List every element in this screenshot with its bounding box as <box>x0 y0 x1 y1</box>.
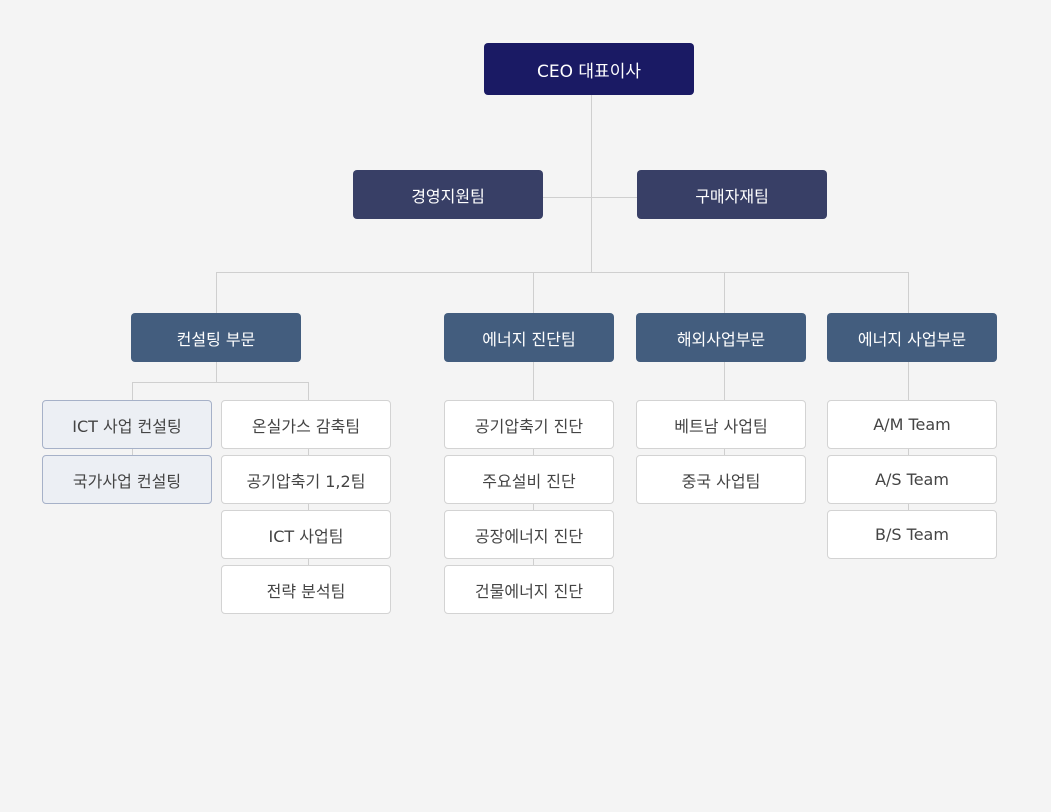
connector-consulting-down <box>216 361 217 383</box>
connector-ceo-trunk <box>591 95 592 273</box>
team-strategy-analysis: 전략 분석팀 <box>221 565 391 614</box>
connector-support-horizontal <box>543 197 637 198</box>
team-ict-business: ICT 사업팀 <box>221 510 391 559</box>
connector-division-4-drop <box>908 272 909 314</box>
team-am: A/M Team <box>827 400 997 449</box>
division-energy-business: 에너지 사업부문 <box>827 313 997 362</box>
division-energy-diagnosis: 에너지 진단팀 <box>444 313 614 362</box>
team-air-compressor: 공기압축기 1,2팀 <box>221 455 391 504</box>
ceo-box: CEO 대표이사 <box>484 43 694 95</box>
connector-division-2-drop <box>533 272 534 314</box>
support-team-management: 경영지원팀 <box>353 170 543 219</box>
connector-division-1-drop <box>216 272 217 314</box>
team-ghg-reduction: 온실가스 감축팀 <box>221 400 391 449</box>
support-team-procurement: 구매자재팀 <box>637 170 827 219</box>
connector-consulting-split <box>132 382 309 383</box>
connector-division-3-drop <box>724 272 725 314</box>
team-ict-consulting: ICT 사업 컨설팅 <box>42 400 212 449</box>
team-as: A/S Team <box>827 455 997 504</box>
team-equipment-diagnosis: 주요설비 진단 <box>444 455 614 504</box>
team-national-consulting: 국가사업 컨설팅 <box>42 455 212 504</box>
division-overseas: 해외사업부문 <box>636 313 806 362</box>
team-building-diagnosis: 건물에너지 진단 <box>444 565 614 614</box>
team-bs: B/S Team <box>827 510 997 559</box>
team-china: 중국 사업팀 <box>636 455 806 504</box>
team-factory-diagnosis: 공장에너지 진단 <box>444 510 614 559</box>
team-compressor-diagnosis: 공기압축기 진단 <box>444 400 614 449</box>
connector-division-horizontal <box>216 272 909 273</box>
division-consulting: 컨설팅 부문 <box>131 313 301 362</box>
team-vietnam: 베트남 사업팀 <box>636 400 806 449</box>
